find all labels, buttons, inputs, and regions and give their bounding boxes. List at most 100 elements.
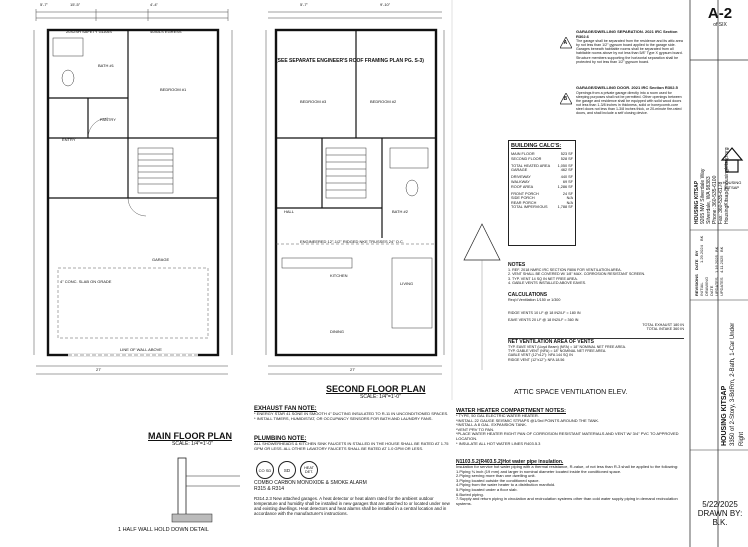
calc-row: FRONT PORCH 24 SF (511, 192, 573, 197)
exhaust-title: EXHAUST FAN NOTE: (254, 406, 317, 412)
room-label-garage: GARAGE (152, 257, 170, 262)
sheet-number-box: A-2 of SIX (694, 6, 746, 29)
calc-value: 24 SF (562, 191, 573, 196)
calc-label: GARAGE (511, 168, 528, 173)
exhaust-body: * ENERGY STAR 41 SONE IN SMOOTH 4" DUCTI… (254, 411, 449, 421)
detector-code: R315 & R314 (254, 486, 285, 492)
calc-value: 1,788 SF (557, 205, 573, 210)
n1103-body: Insulation for service hot water piping … (456, 464, 679, 506)
calc-value: 440 SF (560, 175, 573, 180)
revision-cell: BK (699, 236, 704, 242)
sheet-date: 5/22/2025 (702, 500, 738, 509)
separation-a-body: The garage shall be separated from the r… (576, 39, 683, 64)
room-label-entry: ENTRY (62, 137, 76, 142)
svg-text:KITSAP: KITSAP (725, 185, 740, 190)
calc-label: FRONT PORCH (511, 191, 539, 196)
room-label-hall: HALL (284, 209, 295, 214)
revision-cell: INITIAL DRAWING DATE (699, 276, 714, 296)
svg-text:HOUSING: HOUSING (723, 180, 742, 185)
detector-caption: COMBO CARBON MONOXIDE & SMOKE ALARM (254, 480, 367, 486)
calc-row: SIDE PORCH N/A (511, 196, 573, 201)
dim-second-total: 27' (350, 367, 356, 372)
label-slab-note: 4" CONC. SLAB ON GRADE (60, 279, 112, 284)
vent-calcs: CALCULATIONS Req'd Ventilation 1/150 or … (508, 292, 684, 332)
hold-down-caption: 1 HALF WALL HOLD DOWN DETAIL (118, 527, 209, 533)
calc-label: DRIVEWAY (511, 175, 531, 180)
calc-label: TOTAL IMPERVIOUS (511, 205, 548, 210)
plumbing-body: ALL SHOWERHEADS & KITCHEN SINK FAUCETS I… (254, 441, 449, 451)
water-heater-note: WATER HEATER COMPARTMENT NOTES: * TYPE, … (456, 408, 686, 446)
vent-calcs-line1: Req'd Ventilation 1/150 or 1/300 (508, 298, 561, 302)
room-label-living: LIVING (400, 281, 414, 286)
vent-calcs-intake: TOTAL INTAKE 360 IN (646, 327, 684, 332)
plumbing-note: PLUMBING NOTE: ALL SHOWERHEADS & KITCHEN… (254, 436, 450, 451)
calc-row: REAR PORCH N/A (511, 201, 573, 206)
calc-label: MAIN FLOOR (511, 152, 535, 156)
room-label-bedroom3: BEDROOM #3 (300, 99, 327, 104)
label-egress-window: 4040LS EGRESS (150, 29, 182, 34)
framing-note: (SEE SEPARATE ENGINEER'S ROOF FRAMING PL… (276, 58, 424, 64)
calc-row: SECOND FLOOR 528 SF (511, 157, 573, 162)
second-floor-title: SECOND FLOOR PLAN (326, 384, 426, 394)
vent-notes: NOTES 1. REF. 2018 NMRC IRC SECTION R806… (508, 262, 684, 285)
calc-value: 528 SF (560, 156, 573, 161)
room-label-kitchen-2: KITCHEN (330, 273, 348, 278)
sd-symbol-icon: SD (278, 461, 296, 479)
dim-second-b: 9'-10" (380, 2, 391, 7)
calc-label: SIDE PORCH (511, 196, 535, 201)
second-floor-plan-drawing (265, 11, 445, 375)
calc-label: WALKWAY (511, 179, 530, 184)
calc-label: TOTAL HEATED AREA (511, 163, 551, 168)
date-block: 5/22/2025 DRAWN BY: B.K. (692, 500, 748, 527)
attic-elevation-drawing (463, 223, 501, 370)
calc-row: DRIVEWAY 440 SF (511, 175, 573, 180)
project-title-block: HOUSING KITSAP 3350 of 2-Story, 3-BdRm, … (720, 310, 747, 446)
vent-notes-body: 1. REF. 2018 NMRC IRC SECTION R806 FOR V… (508, 268, 646, 285)
label-safety-glass: 20X2SH SAFETY GLASS (66, 29, 112, 34)
calc-label: REAR PORCH (511, 200, 537, 205)
calc-value: N/A (566, 196, 573, 201)
room-label-dining: DINING (330, 329, 344, 334)
plumbing-title: PLUMBING NOTE: (254, 436, 307, 442)
vent-calcs-line3: EAVE VENTS 20 LF @ 18 IN2/LF = 360 IN (508, 318, 579, 323)
dim-main-total: 27' (96, 367, 102, 372)
attic-title: ATTIC SPACE VENTILATION ELEV. (514, 389, 628, 396)
calc-value: 1,050 SF (557, 163, 573, 168)
calc-row: TOTAL IMPERVIOUS 1,788 SF (511, 205, 573, 210)
separation-a-note: GARAGE/DWELLING SEPARATION. 2021 IRC Sec… (576, 29, 686, 64)
project-title: HOUSING KITSAP (721, 385, 728, 446)
dim-main-a: 15'-5" (70, 2, 81, 7)
label-line-of-wall: LINE OF WALL ABOVE (120, 347, 162, 352)
calc-value: N/A (566, 200, 573, 205)
truss-note: ENGINEERED 12"-1/2" RIDGED NKE TRUSSES 2… (300, 239, 404, 244)
exhaust-note: EXHAUST FAN NOTE: * ENERGY STAR 41 SONE … (254, 406, 450, 421)
heat-detector-symbol-icon: HEAT DET. (300, 461, 318, 479)
n1103-note: N1103.5.2(R403.5.2)Hot water pipe insula… (456, 459, 686, 506)
vent-notes-title: NOTES (508, 262, 526, 268)
main-floor-title: MAIN FLOOR PLAN (148, 431, 232, 441)
sheet-of: of SIX (713, 22, 727, 28)
hold-down-detail-drawing (171, 457, 240, 523)
calc-label: SECOND FLOOR (511, 156, 542, 161)
dim-main-b: 5'-7" (40, 2, 48, 7)
main-floor-plan-drawing (33, 9, 233, 375)
vent-calcs-line2: RIDGE VENTS 10 LF @ 18 IN2/LF = 180 IN (508, 310, 581, 315)
dim-second-a: 5'-7" (300, 2, 308, 7)
project-subtitle: 3350 of 2-Story, 3-BdRm, 2-Bath, 1-Car U… (730, 322, 745, 446)
separation-b-body: Openings from a private garage directly … (576, 90, 682, 116)
calc-row: TOTAL HEATED AREA 1,050 SF (511, 164, 573, 169)
n1103-title: N1103.5.2(R403.5.2)Hot water pipe insula… (456, 459, 564, 465)
second-floor-scale: SCALE: 1/4"=1'-0" (360, 394, 401, 400)
net-vent-title: NET VENTILATION AREA OF VENTS (508, 339, 594, 345)
water-heater-body: * TYPE, 50 GAL ELECTRIC WATER HEATER. *I… (456, 413, 679, 446)
separation-b-title: GARAGE/DWELLING DOOR. 2021 IRC Section R… (576, 85, 678, 90)
room-label-bedroom1: BEDROOM #1 (160, 87, 187, 92)
